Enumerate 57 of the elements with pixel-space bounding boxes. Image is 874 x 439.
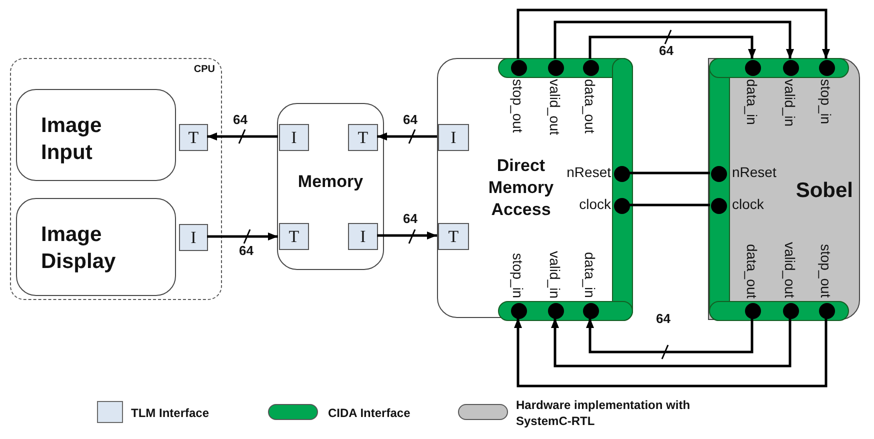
tlm-port: I bbox=[438, 124, 469, 151]
signal-label: valid_out bbox=[783, 242, 797, 298]
edge-label: 64 bbox=[403, 211, 418, 226]
signal-label: data_in bbox=[745, 79, 759, 125]
legend-label: TLM Interface bbox=[131, 405, 210, 422]
arrow bbox=[586, 318, 754, 354]
signal-label: data_in bbox=[583, 252, 597, 298]
block-label: Image Display bbox=[41, 222, 117, 276]
signal-label: clock bbox=[579, 197, 611, 211]
edge-label: 64 bbox=[233, 112, 248, 127]
connector-line bbox=[629, 204, 710, 206]
tlm-port: I bbox=[179, 224, 208, 251]
module-block bbox=[16, 198, 176, 296]
tlm-port: T bbox=[348, 124, 378, 151]
edge-label: 64 bbox=[403, 112, 418, 127]
signal-label: stop_out bbox=[511, 79, 525, 133]
arrow bbox=[207, 232, 278, 240]
signal-label: stop_in bbox=[511, 252, 525, 298]
sobel-block bbox=[708, 58, 860, 320]
signal-label: valid_in bbox=[783, 79, 797, 126]
dma-block bbox=[437, 58, 632, 318]
block-label: Sobel bbox=[796, 179, 853, 203]
arrow bbox=[377, 132, 437, 140]
block-label: Direct Memory Access bbox=[487, 155, 555, 222]
block-label: Image Input bbox=[41, 113, 103, 166]
arrow bbox=[516, 8, 830, 59]
memory-block bbox=[277, 103, 384, 270]
signal-label: clock bbox=[732, 197, 764, 211]
module-block bbox=[16, 89, 176, 181]
cpu-group-frame bbox=[10, 58, 222, 300]
signal-label: data_out bbox=[583, 79, 597, 134]
signal-label: stop_in bbox=[819, 79, 833, 124]
signal-label: data_out bbox=[745, 244, 759, 298]
legend-label: CIDA Interface bbox=[328, 405, 412, 422]
group-label: CPU bbox=[194, 64, 215, 75]
signal-label: valid_out bbox=[548, 79, 562, 136]
arrow bbox=[551, 318, 792, 368]
block-label: Memory bbox=[296, 172, 364, 192]
arrow bbox=[588, 36, 756, 59]
signal-label: nReset bbox=[732, 165, 776, 179]
signal-label: valid_in bbox=[548, 250, 562, 298]
connector-line bbox=[629, 172, 710, 174]
signal-label: stop_out bbox=[819, 244, 833, 298]
arrow bbox=[207, 132, 278, 140]
arrow bbox=[514, 318, 828, 388]
edge-label: 64 bbox=[239, 243, 254, 258]
arrow bbox=[377, 232, 437, 240]
tlm-port: I bbox=[279, 124, 309, 151]
tlm-port: T bbox=[179, 124, 208, 151]
edge-label: 64 bbox=[656, 311, 670, 326]
tlm-port: I bbox=[348, 223, 378, 250]
arrow bbox=[554, 20, 794, 59]
edge-label: 64 bbox=[659, 43, 674, 58]
signal-label: nReset bbox=[566, 165, 611, 179]
legend-label: Hardware implementation with SystemC-RTL bbox=[516, 397, 692, 430]
tlm-port: T bbox=[438, 223, 469, 250]
tlm-port: T bbox=[279, 223, 309, 250]
